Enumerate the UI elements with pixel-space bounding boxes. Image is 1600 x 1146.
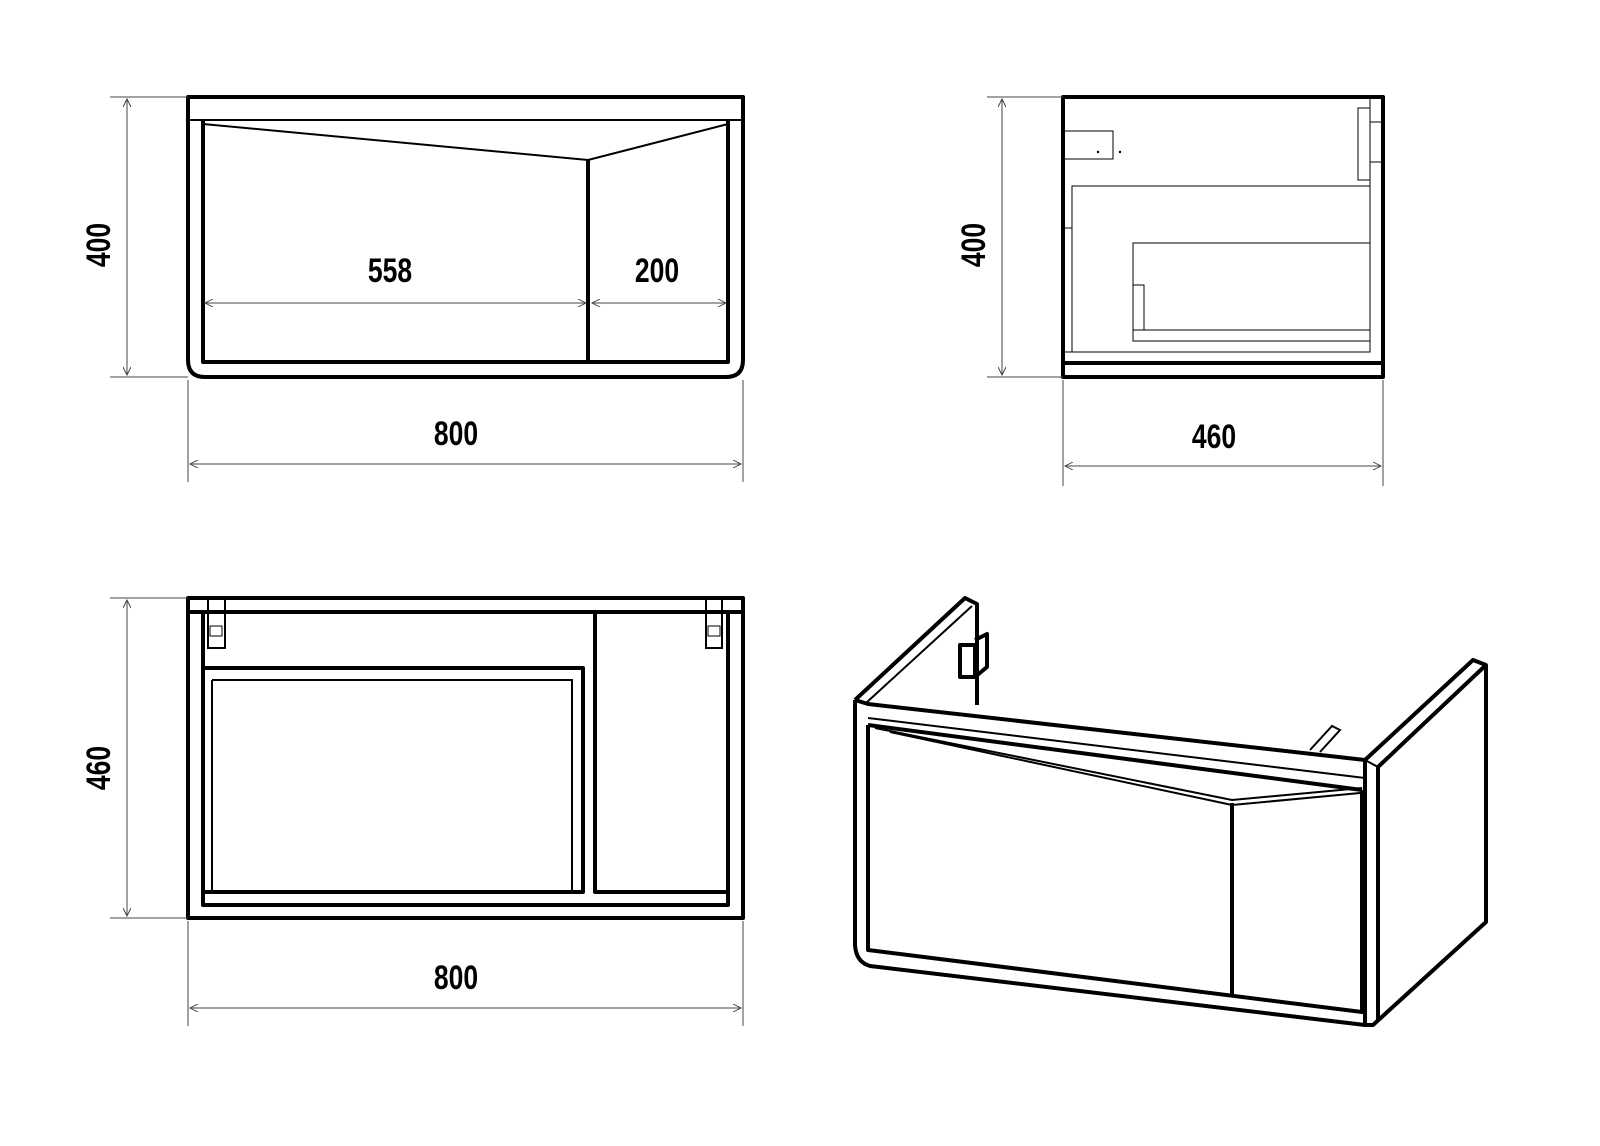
dim-label-front-height: 400: [80, 223, 118, 267]
dim-label-front-width: 800: [434, 415, 478, 453]
isometric-view: [853, 596, 1488, 1027]
dim-label-side-depth: 460: [1192, 418, 1236, 456]
dim-label-top-width: 800: [434, 959, 478, 997]
dim-label-side-height: 400: [955, 223, 993, 267]
dim-label-top-depth: 460: [80, 746, 118, 790]
dim-label-right-compartment: 200: [635, 252, 679, 290]
side-view: 400 460: [955, 95, 1385, 486]
top-view: 460 800: [80, 596, 745, 1026]
dim-label-left-compartment: 558: [368, 252, 412, 290]
front-view: 558 200 400 800: [80, 95, 745, 482]
